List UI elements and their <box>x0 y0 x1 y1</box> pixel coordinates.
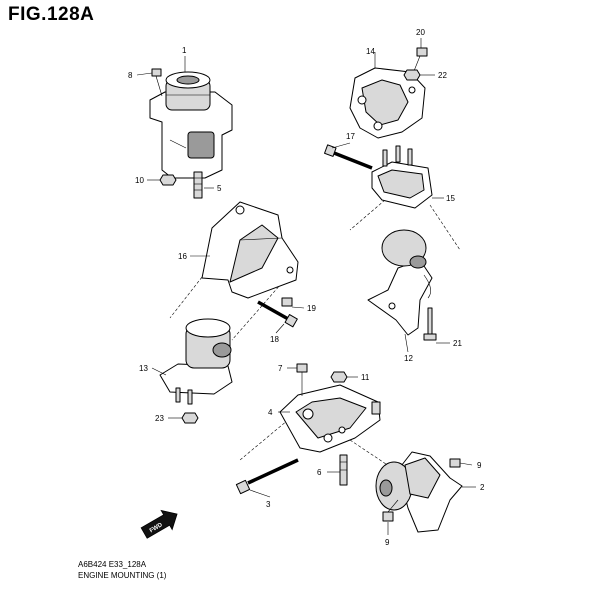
part-16-bracket <box>201 201 299 299</box>
callout-19: 19 <box>307 304 316 313</box>
leader-lines <box>136 38 476 535</box>
callout-2: 2 <box>480 483 485 492</box>
part-12-mount <box>367 229 433 336</box>
bolt-9-upper <box>449 458 461 468</box>
fwd-arrow: FWD <box>140 509 178 539</box>
callout-14: 14 <box>366 47 375 56</box>
callout-5: 5 <box>217 184 222 193</box>
bolt-21 <box>423 307 437 341</box>
callout-21: 21 <box>453 339 462 348</box>
callout-8: 8 <box>128 71 133 80</box>
bolt-17 <box>324 144 373 170</box>
callout-12: 12 <box>404 354 413 363</box>
part-14-mount <box>349 67 426 139</box>
callout-22: 22 <box>438 71 447 80</box>
part-4-bracket <box>279 384 381 453</box>
part-15-bracket <box>371 145 433 209</box>
diagram-caption: ENGINE MOUNTING (1) <box>78 571 167 580</box>
callout-11: 11 <box>361 373 370 382</box>
part-13-mount <box>159 318 233 405</box>
callout-9-lower: 9 <box>385 538 390 547</box>
callout-1: 1 <box>182 46 187 55</box>
callout-10: 10 <box>135 176 144 185</box>
callout-6: 6 <box>317 468 322 477</box>
figure-title: FIG.128A <box>8 4 95 25</box>
callout-16: 16 <box>178 252 187 261</box>
bolt-18 <box>257 300 298 328</box>
part-2-mount <box>375 451 463 533</box>
nut-10 <box>159 174 177 186</box>
callout-4: 4 <box>268 408 273 417</box>
stud-6 <box>339 454 348 486</box>
callout-9-upper: 9 <box>477 461 482 470</box>
callout-7: 7 <box>278 364 283 373</box>
bolt-9-lower <box>382 499 399 522</box>
nut-22 <box>403 69 421 81</box>
callout-3: 3 <box>266 500 271 509</box>
callout-13: 13 <box>139 364 148 373</box>
callout-17: 17 <box>346 132 355 141</box>
part-1-engine-mount <box>149 71 233 179</box>
bolt-3 <box>235 458 299 495</box>
callout-20: 20 <box>416 28 425 37</box>
bolt-19 <box>281 297 293 307</box>
bolt-8 <box>151 68 163 97</box>
diagram-code: A6B424 E33_128A <box>78 560 147 569</box>
callout-18: 18 <box>270 335 279 344</box>
callout-15: 15 <box>446 194 455 203</box>
nut-11 <box>330 371 348 383</box>
callout-labels: 1 8 10 5 20 14 22 17 15 16 19 18 13 23 1… <box>128 28 485 547</box>
bolt-7 <box>296 363 308 396</box>
stud-5 <box>193 171 203 199</box>
nut-23 <box>181 412 199 424</box>
callout-23: 23 <box>155 414 164 423</box>
